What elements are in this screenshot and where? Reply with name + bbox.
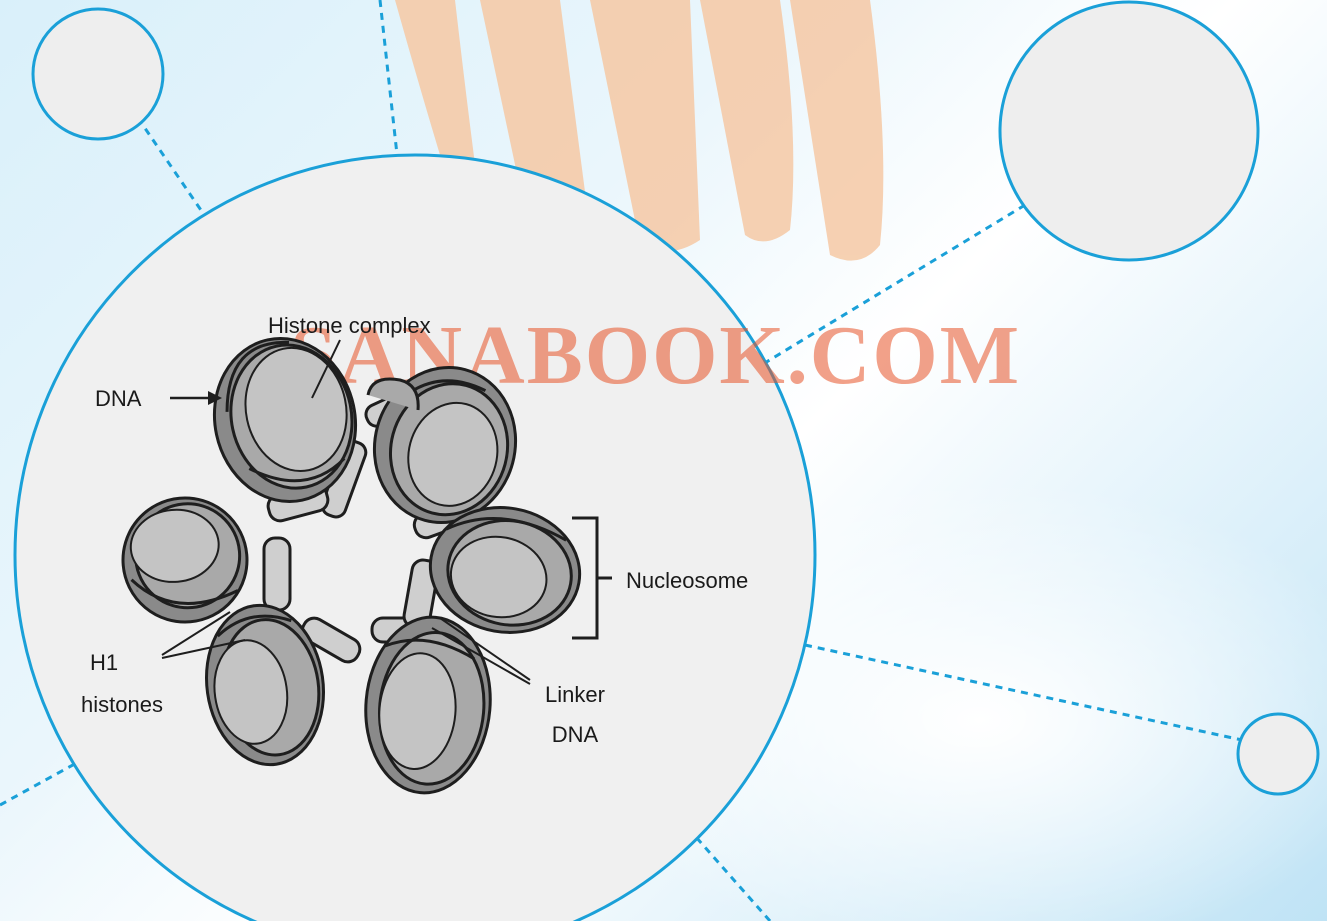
satellite-circle-right	[1238, 714, 1318, 794]
label-histones: histones	[81, 692, 163, 717]
label-dna: DNA	[95, 386, 142, 411]
satellite-circle-top-left	[33, 9, 163, 139]
label-nucleosome: Nucleosome	[626, 568, 748, 593]
satellite-circle-top-right	[1000, 2, 1258, 260]
label-histone-complex: Histone complex	[268, 313, 431, 338]
label-h1: H1	[90, 650, 118, 675]
connector-bottom-left	[0, 760, 82, 805]
label-linker: Linker	[545, 682, 605, 707]
label-linker-dna: DNA	[552, 722, 599, 747]
linker-dna-segment	[264, 538, 290, 610]
